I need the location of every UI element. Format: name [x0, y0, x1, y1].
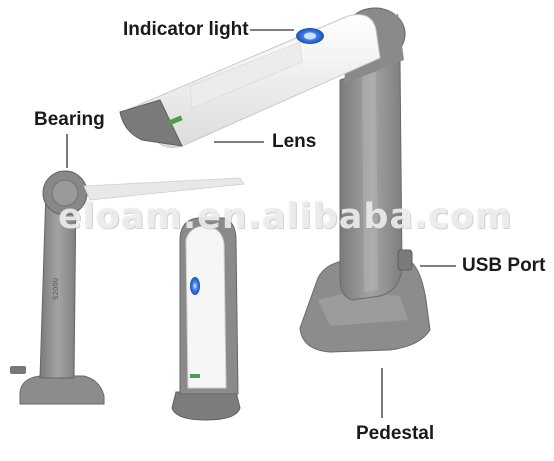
leader-lines: [66, 29, 456, 418]
front-view-scanner: [171, 217, 241, 421]
svg-text:S2000: S2000: [52, 278, 60, 300]
label-bearing: Bearing: [34, 109, 105, 130]
usb-port-nub: [397, 249, 413, 271]
label-pedestal: Pedestal: [356, 423, 435, 444]
side-pedestal: [19, 375, 105, 405]
front-indicator-light: [190, 277, 200, 295]
label-usb-port: USB Port: [462, 255, 546, 276]
label-indicator-light: Indicator light: [123, 19, 249, 40]
label-lens: Lens: [272, 131, 317, 152]
large-lens-cap: [119, 99, 183, 147]
watermark-text: eloam.en.alibaba.com: [58, 197, 513, 237]
large-scanner: [119, 7, 431, 353]
front-pedestal: [171, 391, 241, 421]
side-view-scanner: S2000: [10, 170, 245, 405]
